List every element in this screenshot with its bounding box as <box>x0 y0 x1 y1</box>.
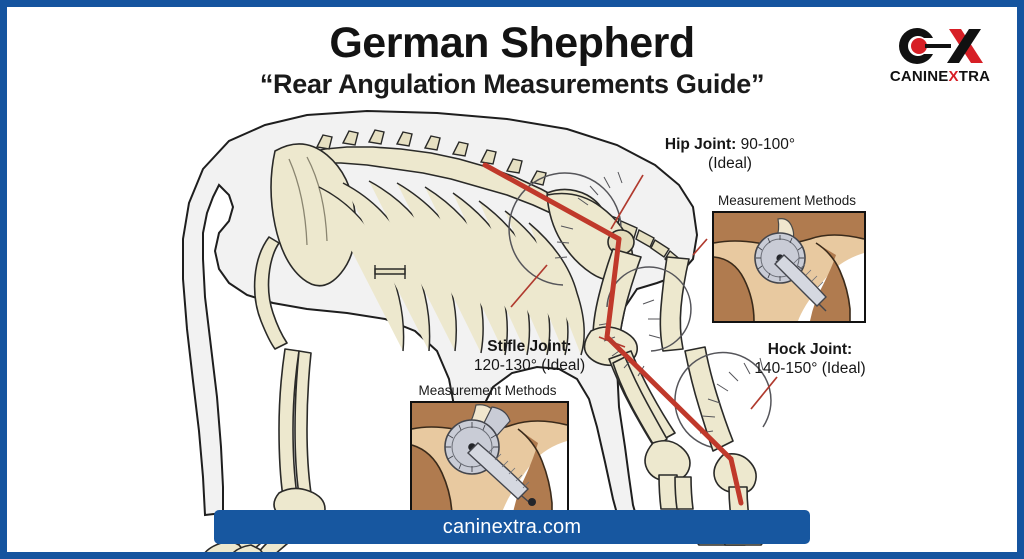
hip-joint-line2: (Ideal) <box>708 155 752 173</box>
hock-joint-line1: Hock Joint: <box>725 340 895 359</box>
logo-text-after: TRA <box>958 68 991 85</box>
hock-joint-line2: 140-150° (Ideal) <box>754 360 866 378</box>
angle-measurement-lines <box>482 162 744 506</box>
stifle-inset-photo-frame <box>410 401 569 520</box>
hip-joint-annotation: Hip Joint: 90-100° (Ideal) <box>640 135 820 174</box>
logo-text-accent: X <box>948 68 959 85</box>
page-subtitle: “Rear Angulation Measurements Guide” <box>259 69 765 99</box>
logo-wordmark: CANINEXTRA <box>881 68 999 85</box>
scapula <box>270 143 357 287</box>
stifle-joint-line1: Stifle Joint: <box>437 337 622 356</box>
logo-text-before: CANINE <box>889 68 949 85</box>
infographic-canvas: .bone{fill:#EDE8CE;stroke:#2A2A28;stroke… <box>7 7 1017 552</box>
hip-inset-photo-frame <box>712 211 866 323</box>
footer-website-bar[interactable]: caninextra.com <box>214 510 810 544</box>
stifle-measurement-inset: Measurement Methods <box>405 383 570 520</box>
caninextra-logo[interactable]: CANINEXTRA <box>881 25 999 87</box>
stifle-joint-annotation: Stifle Joint: 120-130° (Ideal) <box>437 337 622 376</box>
footer-website-text: caninextra.com <box>442 515 582 538</box>
rib-cage <box>318 180 585 356</box>
goniometer-hip-illustration <box>714 213 864 321</box>
hip-joint-label: Hip Joint: <box>664 136 737 153</box>
hip-inset-caption: Measurement Methods <box>717 193 857 208</box>
hip-joint-line1: Hip Joint: 90-100° <box>640 135 820 154</box>
hock-joint-annotation: Hock Joint: 140-150° (Ideal) <box>725 340 895 379</box>
stifle-inset-caption: Measurement Methods <box>418 383 557 398</box>
stifle-joint-line2: 120-130° (Ideal) <box>473 357 586 375</box>
leader-lines <box>510 174 778 410</box>
hip-measurement-inset: Measurement Methods <box>707 193 867 323</box>
page-title: German Shepherd <box>329 19 695 67</box>
stifle-joint-label: Stifle Joint: <box>487 338 572 355</box>
goniometer-stifle-illustration <box>412 403 567 518</box>
hip-joint-value: 90-100° <box>736 136 796 153</box>
hock-joint-label: Hock Joint: <box>767 341 853 358</box>
cx-logo-mark <box>899 28 983 64</box>
